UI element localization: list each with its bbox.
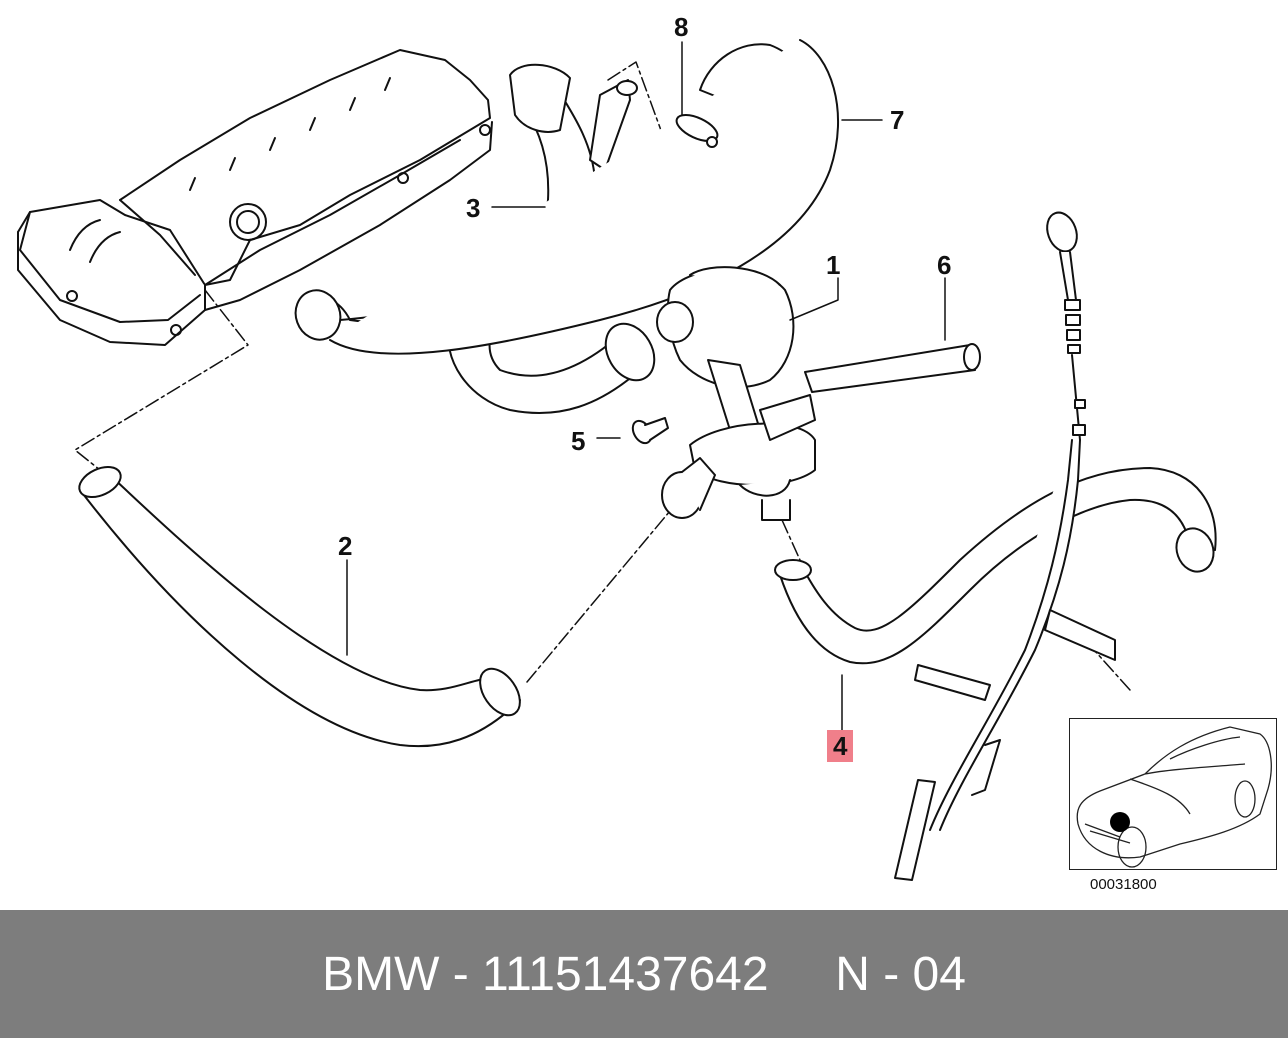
callout-8: 8 bbox=[674, 12, 689, 42]
callout-2: 2 bbox=[338, 531, 353, 561]
footer-bar: BMW - 11151437642 N - 04 bbox=[0, 910, 1288, 1038]
leader-lines bbox=[346, 41, 946, 733]
oil-separator-1 bbox=[656, 266, 816, 521]
car-icon bbox=[1076, 726, 1272, 868]
callout-5: 5 bbox=[571, 426, 586, 456]
callout-6: 6 bbox=[937, 250, 952, 280]
screw-5 bbox=[631, 417, 669, 445]
car-location-inset bbox=[1069, 718, 1277, 870]
callout-4: 4 bbox=[827, 730, 854, 762]
parts-diagram bbox=[17, 39, 1217, 881]
callout-3: 3 bbox=[466, 193, 481, 223]
tube-6 bbox=[804, 343, 981, 393]
callout-1: 1 bbox=[826, 250, 841, 280]
hose-2 bbox=[78, 465, 521, 748]
reference-lines bbox=[74, 61, 1131, 691]
clamp-8 bbox=[675, 114, 719, 148]
part-number-label: BMW - 11151437642 N - 04 bbox=[322, 947, 966, 1001]
hose-4 bbox=[774, 467, 1217, 665]
callout-7: 7 bbox=[890, 105, 905, 135]
dipstick bbox=[894, 211, 1116, 881]
valve-cover bbox=[17, 49, 493, 346]
diagram-code: 00031800 bbox=[1090, 876, 1157, 893]
